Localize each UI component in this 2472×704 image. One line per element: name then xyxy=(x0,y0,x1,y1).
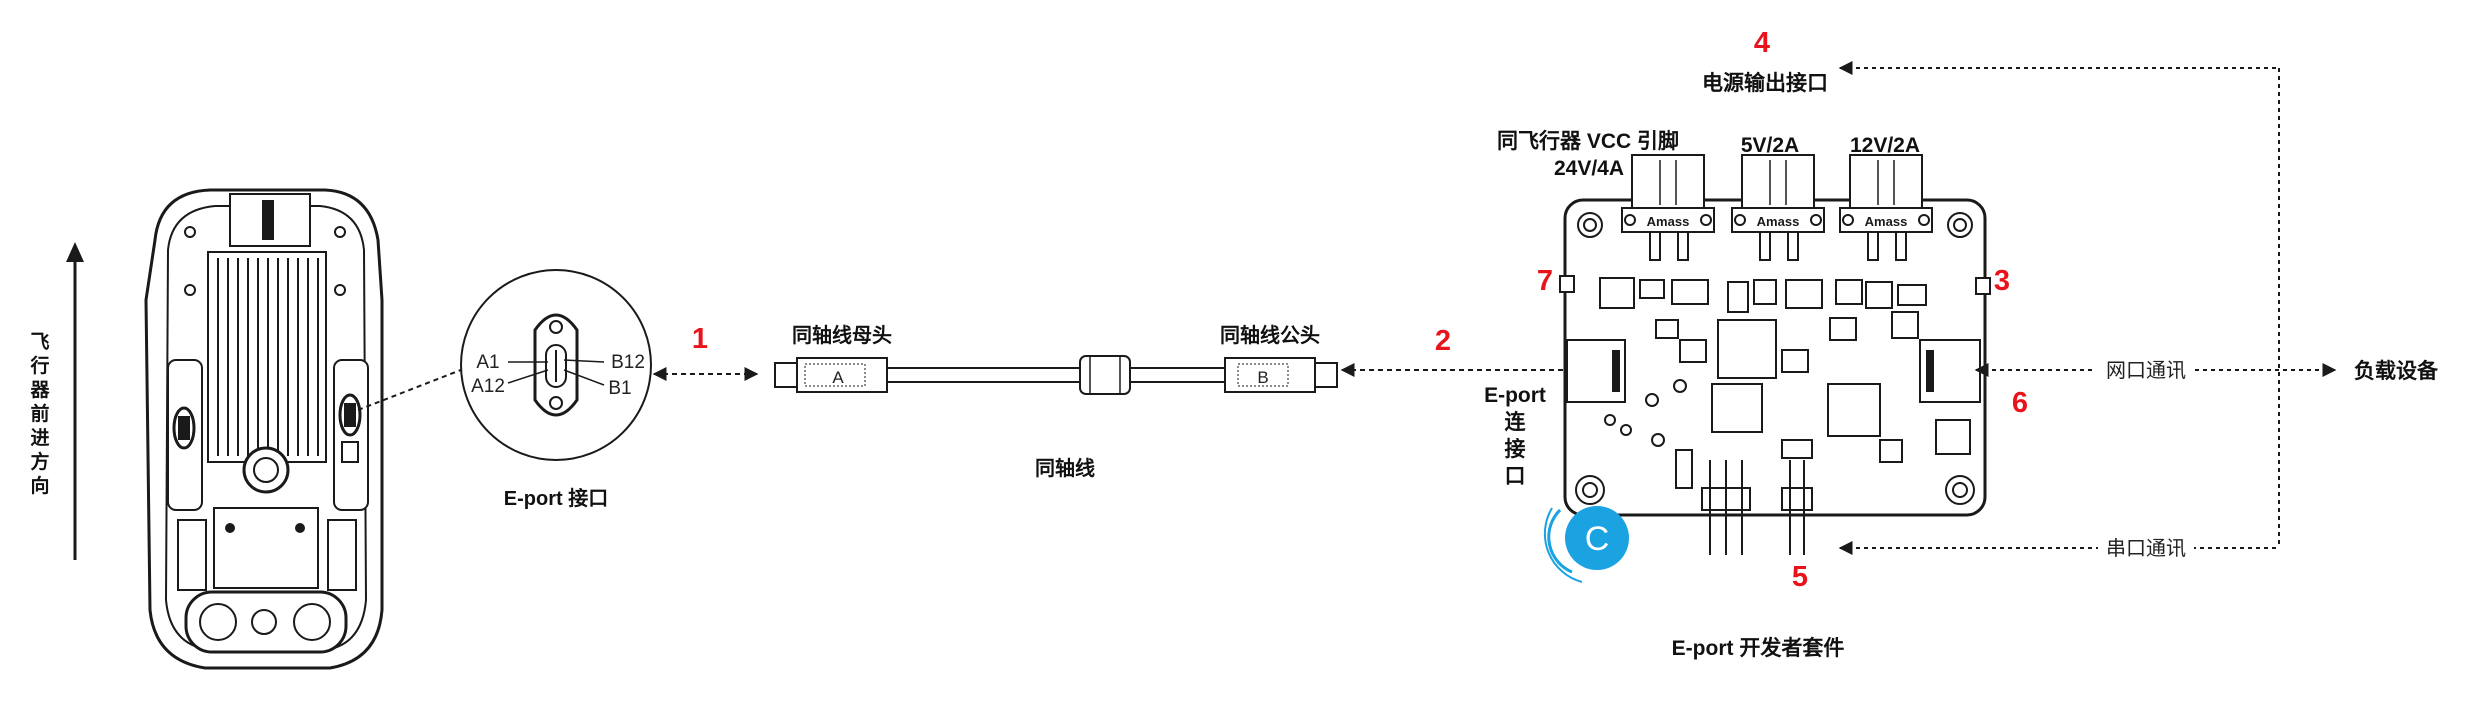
coax-cable: A B xyxy=(774,355,1338,395)
serial-label: 串口通讯 xyxy=(2106,537,2186,560)
marker-7: 7 xyxy=(1537,265,1553,297)
connector-5v: Amass xyxy=(1731,154,1825,261)
eport-connect-char: 接 xyxy=(1505,438,1526,461)
logo-letter: C xyxy=(1585,520,1610,558)
eport-dev-board: Amass Amass Amass xyxy=(1559,154,1991,555)
direction-char: 前 xyxy=(30,402,49,425)
marker-1: 1 xyxy=(692,323,708,355)
pin-label-b1: B1 xyxy=(608,378,631,399)
male-head-mark: B xyxy=(1257,368,1268,387)
ethernet-label: 网口通讯 xyxy=(2106,359,2186,382)
female-head-label: 同轴线母头 xyxy=(792,323,892,347)
zoom-leader-line xyxy=(357,367,467,411)
c-badge-icon: C xyxy=(1543,506,1629,583)
pin-header-serial xyxy=(1781,460,1813,555)
payload-device-label: 负载设备 xyxy=(2354,359,2439,383)
amass-logo: Amass xyxy=(1647,214,1690,229)
signal-loop xyxy=(1838,61,2337,555)
eport-connect-char: 口 xyxy=(1505,465,1526,488)
direction-char: 器 xyxy=(29,379,50,401)
pin-label-a12: A12 xyxy=(471,376,505,397)
coax-cable-label: 同轴线 xyxy=(1035,456,1095,480)
serial-label-bg xyxy=(2098,534,2194,562)
eport-zoom-circle: A1 A12 B12 B1 xyxy=(460,269,652,461)
kit-label: E-port 开发者套件 xyxy=(1672,636,1845,660)
pin-label-a1: A1 xyxy=(476,352,499,373)
v5-label: 5V/2A xyxy=(1741,134,1799,157)
eport-connect-char: 连 xyxy=(1505,410,1527,434)
pin-label-b12: B12 xyxy=(611,352,645,373)
v24-label: 24V/4A xyxy=(1554,157,1624,180)
marker-2: 2 xyxy=(1435,325,1451,357)
connector-12v: Amass xyxy=(1839,154,1933,261)
direction-char: 方 xyxy=(30,450,49,473)
direction-indicator: 飞 行 器 前 进 方 向 xyxy=(29,242,84,560)
eport-connect-label: E-port xyxy=(1484,384,1546,407)
power-output-label: 电源输出接口 xyxy=(1702,71,1828,95)
female-head-mark: A xyxy=(832,368,844,387)
marker-3: 3 xyxy=(1994,265,2010,297)
direction-char: 行 xyxy=(29,354,49,377)
direction-char: 飞 xyxy=(30,332,49,353)
pin-header-power xyxy=(1701,460,1751,555)
aircraft-body xyxy=(144,188,384,670)
amass-logo: Amass xyxy=(1757,214,1800,229)
marker-6: 6 xyxy=(2012,387,2028,419)
heatsink-fins xyxy=(207,251,327,463)
direction-char: 进 xyxy=(30,427,49,449)
vcc-pin-label: 同飞行器 VCC 引脚 xyxy=(1497,129,1679,153)
marker-4: 4 xyxy=(1754,27,1770,59)
connector-24v: Amass xyxy=(1621,154,1715,261)
direction-char: 向 xyxy=(30,474,49,497)
male-head-label: 同轴线公头 xyxy=(1220,323,1320,347)
amass-logo: Amass xyxy=(1865,214,1908,229)
v12-label: 12V/2A xyxy=(1850,134,1920,157)
ethernet-label-bg xyxy=(2098,356,2194,384)
eport-interface-label: E-port 接口 xyxy=(504,487,608,510)
arrow-up-head xyxy=(66,242,84,262)
marker-5: 5 xyxy=(1792,561,1808,593)
